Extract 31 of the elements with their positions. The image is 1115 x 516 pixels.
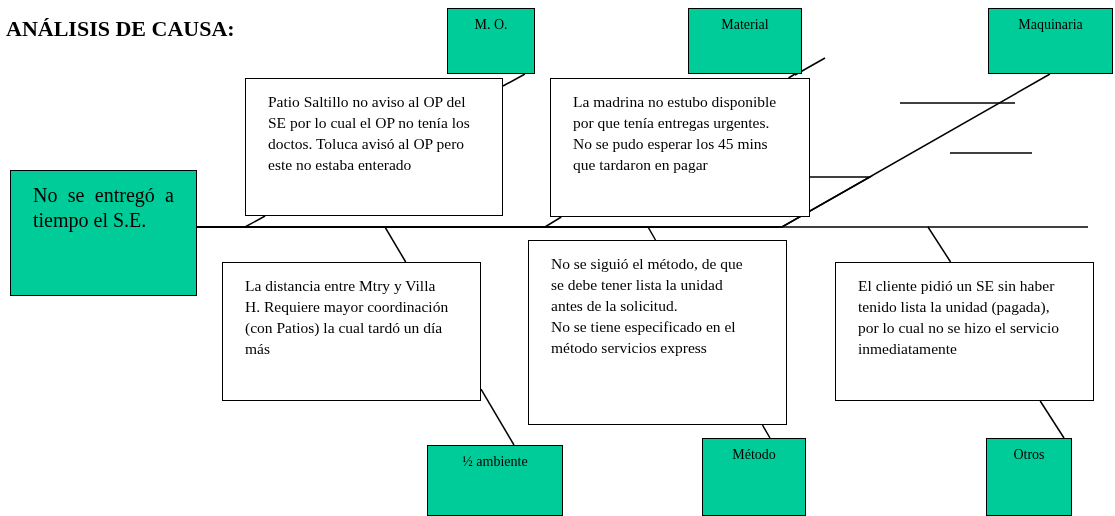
cause-text: No se tiene especificado en el método servicios express (551, 317, 737, 358)
category-box (988, 8, 1113, 74)
category-box (986, 438, 1072, 516)
category-box (447, 8, 535, 74)
cause-box (245, 78, 503, 216)
diagram-title: ANÁLISIS DE CAUSA: (6, 16, 235, 42)
cause-text: La madrina no estubo disponible por que tenía entregas urgentes. No se pudo esperar los 45 mins que tardaron en pagar (573, 92, 778, 175)
cause-text: Patio Saltillo no aviso al OP del SE por lo cual el OP no tenía los doctos. Toluca avisó al OP pero este no estaba enterado (268, 92, 471, 175)
cause-text: El cliente pidió un SE sin haber tenido lista la unidad (pagada), por lo cual no se hizo el servicio inmediatamente (858, 276, 1060, 359)
category-label: Material (721, 17, 769, 32)
cause-box (528, 240, 787, 425)
category-label: Otros (1013, 447, 1045, 462)
fishbone-line (787, 73, 796, 79)
effect-box (10, 170, 197, 296)
category-label: Maquinaria (1018, 17, 1083, 32)
category-box (688, 8, 802, 74)
category-box (427, 445, 563, 516)
category-box (702, 438, 806, 516)
cause-box (550, 78, 810, 217)
fishbone-line (502, 73, 526, 87)
cause-text: La distancia entre Mtry y Villa H. Requiere mayor coordinación (con Patios) la cual tardó un día más (245, 276, 450, 359)
cause-box (222, 262, 481, 401)
category-label: Método (732, 447, 776, 462)
fishbone-line (1039, 400, 1065, 439)
fishbone-line (480, 388, 515, 446)
category-label: ½ ambiente (462, 454, 528, 469)
category-label: M. O. (474, 17, 508, 32)
effect-text: No se entregó a tiempo el S.E. (33, 184, 174, 231)
cause-text: No se siguió el método, de que se debe tener lista la unidad antes de la solicitud. (551, 254, 744, 316)
fishbone-line (761, 424, 771, 439)
cause-box (835, 262, 1094, 401)
